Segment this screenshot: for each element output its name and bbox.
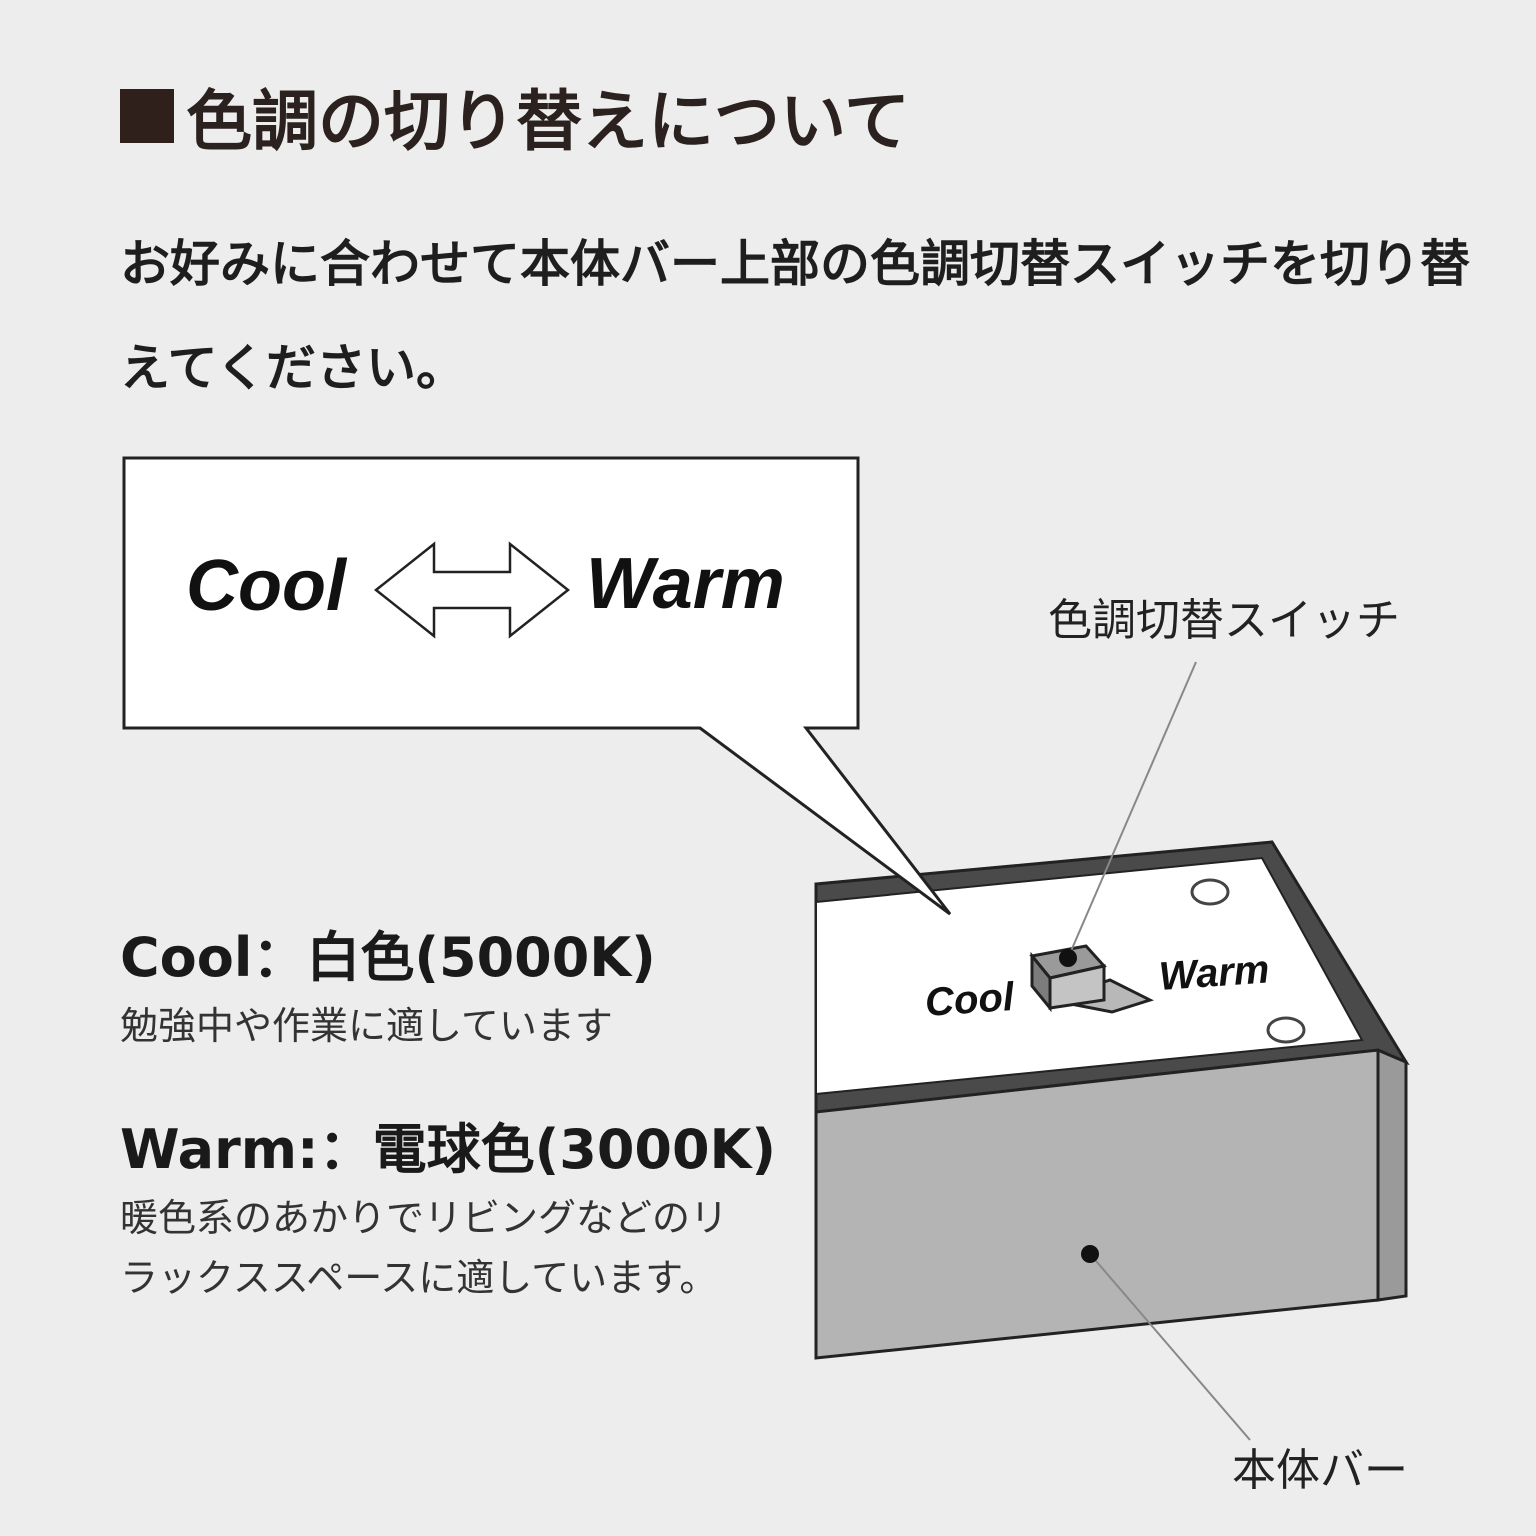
mode-cool: Cool：白色(5000K) 勉強中や作業に適しています xyxy=(120,926,656,1056)
switch-warm-label: Warm xyxy=(1158,947,1271,999)
mode-cool-desc: 勉強中や作業に適しています xyxy=(120,1004,613,1048)
mode-cool-title: Cool：白色(5000K) xyxy=(120,926,656,989)
bar-end-face xyxy=(1376,1047,1408,1302)
switch-knob-side xyxy=(1030,951,1052,1013)
bar-leader-line xyxy=(1089,1253,1251,1441)
page-title: 色調の切り替えについて xyxy=(120,68,910,164)
callout-bubble xyxy=(122,456,952,916)
switch-callout-label: 色調切替スイッチ xyxy=(1048,595,1400,646)
page-title-text: 色調の切り替えについて xyxy=(186,83,911,160)
screw-hole xyxy=(1266,1016,1306,1044)
bar-callout-label: 本体バー xyxy=(1232,1445,1408,1496)
switch-leader-dot xyxy=(1059,949,1077,967)
double-arrow-icon xyxy=(373,541,571,639)
switch-leader-line xyxy=(1067,661,1197,959)
mode-warm: Warm:：電球色(3000K) 暖色系のあかりでリビングなどのリラックススペー… xyxy=(120,1118,776,1308)
screw-hole xyxy=(1190,878,1230,906)
callout-warm-label: Warm xyxy=(586,544,785,624)
intro-text: お好みに合わせて本体バー上部の色調切替スイッチを切り替えてください。 xyxy=(120,235,1470,397)
mode-warm-title: Warm:：電球色(3000K) xyxy=(120,1118,777,1181)
mode-warm-desc: 暖色系のあかりでリビングなどのリラックススペースに適しています。 xyxy=(120,1196,729,1300)
bar-leader-dot xyxy=(1081,1245,1099,1263)
switch-cool-label: Cool xyxy=(924,975,1017,1025)
callout-cool-label: Cool xyxy=(186,546,348,626)
square-bullet-icon xyxy=(120,89,174,143)
